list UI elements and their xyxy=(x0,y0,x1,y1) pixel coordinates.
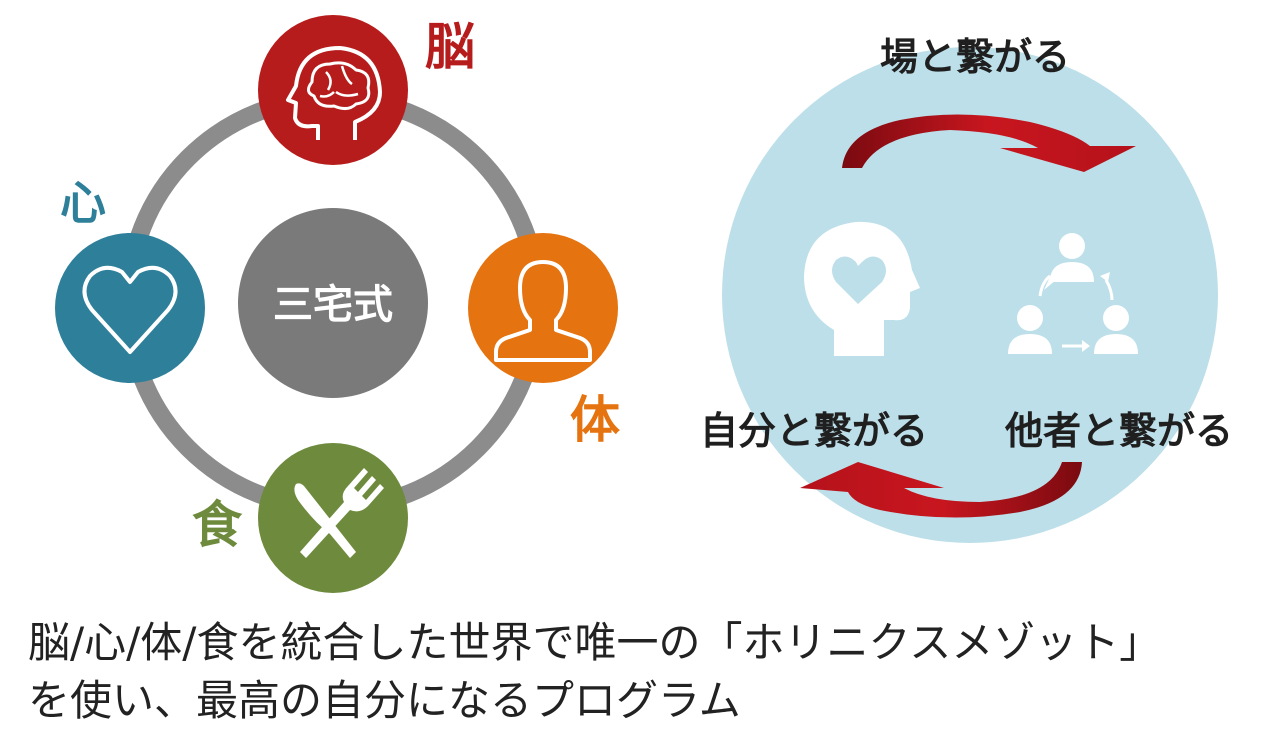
connect-others-label: 他者と繋がる xyxy=(1005,409,1234,453)
bottom-cycle-arrow xyxy=(800,462,1082,518)
connect-self-label: 自分と繋がる xyxy=(700,409,929,453)
connect-place-label: 場と繋がる xyxy=(880,35,1071,79)
caption-line-1: 脳/心/体/食を統合した世界で唯一の「ホリニクスメゾット」 xyxy=(28,618,1162,667)
person-bust-icon xyxy=(494,260,592,362)
right-connection-diagram xyxy=(722,47,1218,543)
heart-outline-icon xyxy=(82,265,178,354)
food-label: 食 xyxy=(192,496,242,554)
head-heart-icon xyxy=(804,221,920,356)
knife-fork-icon xyxy=(294,468,384,558)
head-brain-icon xyxy=(286,46,382,140)
background-circle xyxy=(722,47,1218,543)
people-cycle-icon xyxy=(1008,233,1138,354)
brain-node xyxy=(258,15,408,165)
body-node xyxy=(468,233,618,383)
heart-label: 心 xyxy=(60,176,106,230)
heart-node xyxy=(55,233,205,383)
left-cycle-diagram: 三宅式 xyxy=(55,15,618,593)
food-node xyxy=(258,443,408,593)
brain-label: 脳 xyxy=(425,18,475,76)
center-circle xyxy=(238,208,428,398)
body-label: 体 xyxy=(570,391,620,449)
caption-line-2: を使い、最高の自分になるプログラム xyxy=(28,676,741,725)
top-cycle-arrow xyxy=(842,114,1136,172)
center-label: 三宅式 xyxy=(273,282,393,328)
